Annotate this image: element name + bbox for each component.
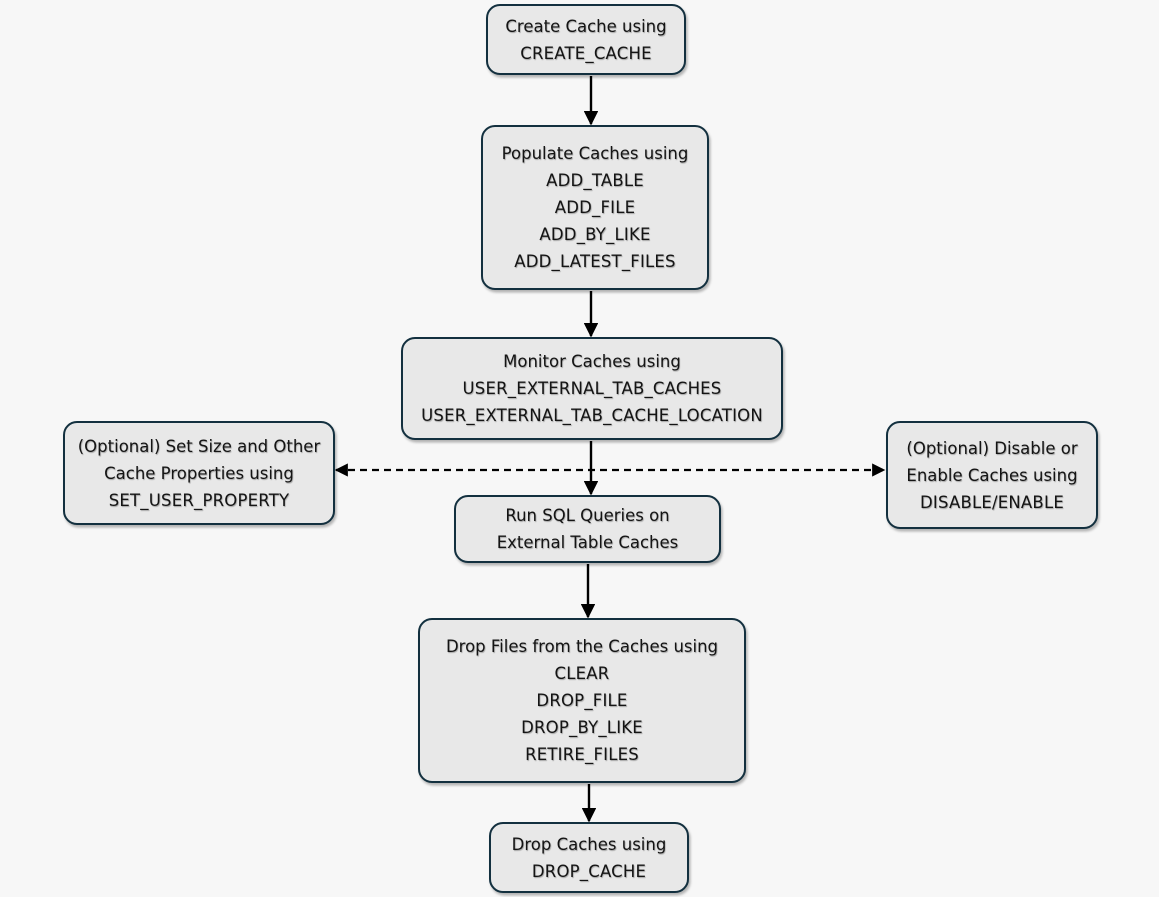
node-run-queries-line-2: External Table Caches <box>496 533 679 552</box>
node-drop-caches[interactable]: Drop Caches using DROP_CACHE <box>489 822 689 893</box>
node-drop-files-line-4: DROP_BY_LIKE <box>521 718 643 737</box>
node-set-properties-line-3: SET_USER_PROPERTY <box>108 490 290 510</box>
node-disable-enable-line-2: Enable Caches using <box>906 465 1078 485</box>
node-set-size-and-cache-properties[interactable]: (Optional) Set Size and Other Cache Prop… <box>63 421 335 525</box>
node-create-cache-line-2: CREATE_CACHE <box>520 43 652 63</box>
node-run-queries-line-1: Run SQL Queries on <box>505 506 670 525</box>
node-populate-caches-line-4: ADD_BY_LIKE <box>539 225 651 244</box>
node-populate-caches[interactable]: Populate Caches using ADD_TABLE ADD_FILE… <box>481 125 709 290</box>
node-drop-files-from-caches[interactable]: Drop Files from the Caches using CLEAR D… <box>418 618 746 783</box>
node-monitor-caches[interactable]: Monitor Caches using USER_EXTERNAL_TAB_C… <box>401 337 783 440</box>
node-create-cache[interactable]: Create Cache using CREATE_CACHE <box>486 4 686 75</box>
node-drop-caches-line-2: DROP_CACHE <box>531 861 647 881</box>
node-populate-caches-line-1: Populate Caches using <box>501 144 689 163</box>
node-populate-caches-line-5: ADD_LATEST_FILES <box>514 252 676 271</box>
node-drop-files-line-5: RETIRE_FILES <box>525 745 639 764</box>
node-drop-caches-line-1: Drop Caches using <box>511 834 667 854</box>
node-monitor-caches-line-2: USER_EXTERNAL_TAB_CACHES <box>462 379 722 398</box>
node-disable-or-enable-caches[interactable]: (Optional) Disable or Enable Caches usin… <box>886 421 1098 529</box>
node-run-sql-queries[interactable]: Run SQL Queries on External Table Caches <box>454 495 721 563</box>
node-disable-enable-line-3: DISABLE/ENABLE <box>920 492 1064 512</box>
node-disable-enable-line-1: (Optional) Disable or <box>906 438 1078 458</box>
node-populate-caches-line-3: ADD_FILE <box>554 198 636 217</box>
node-drop-files-line-3: DROP_FILE <box>536 691 628 710</box>
node-populate-caches-line-2: ADD_TABLE <box>546 171 644 190</box>
node-monitor-caches-line-1: Monitor Caches using <box>503 352 681 371</box>
node-set-properties-line-2: Cache Properties using <box>104 463 294 483</box>
node-drop-files-line-1: Drop Files from the Caches using <box>445 637 719 656</box>
node-set-properties-line-1: (Optional) Set Size and Other <box>77 436 321 456</box>
node-drop-files-line-2: CLEAR <box>554 664 610 683</box>
node-create-cache-line-1: Create Cache using <box>505 16 667 36</box>
node-monitor-caches-line-3: USER_EXTERNAL_TAB_CACHE_LOCATION <box>421 406 763 425</box>
